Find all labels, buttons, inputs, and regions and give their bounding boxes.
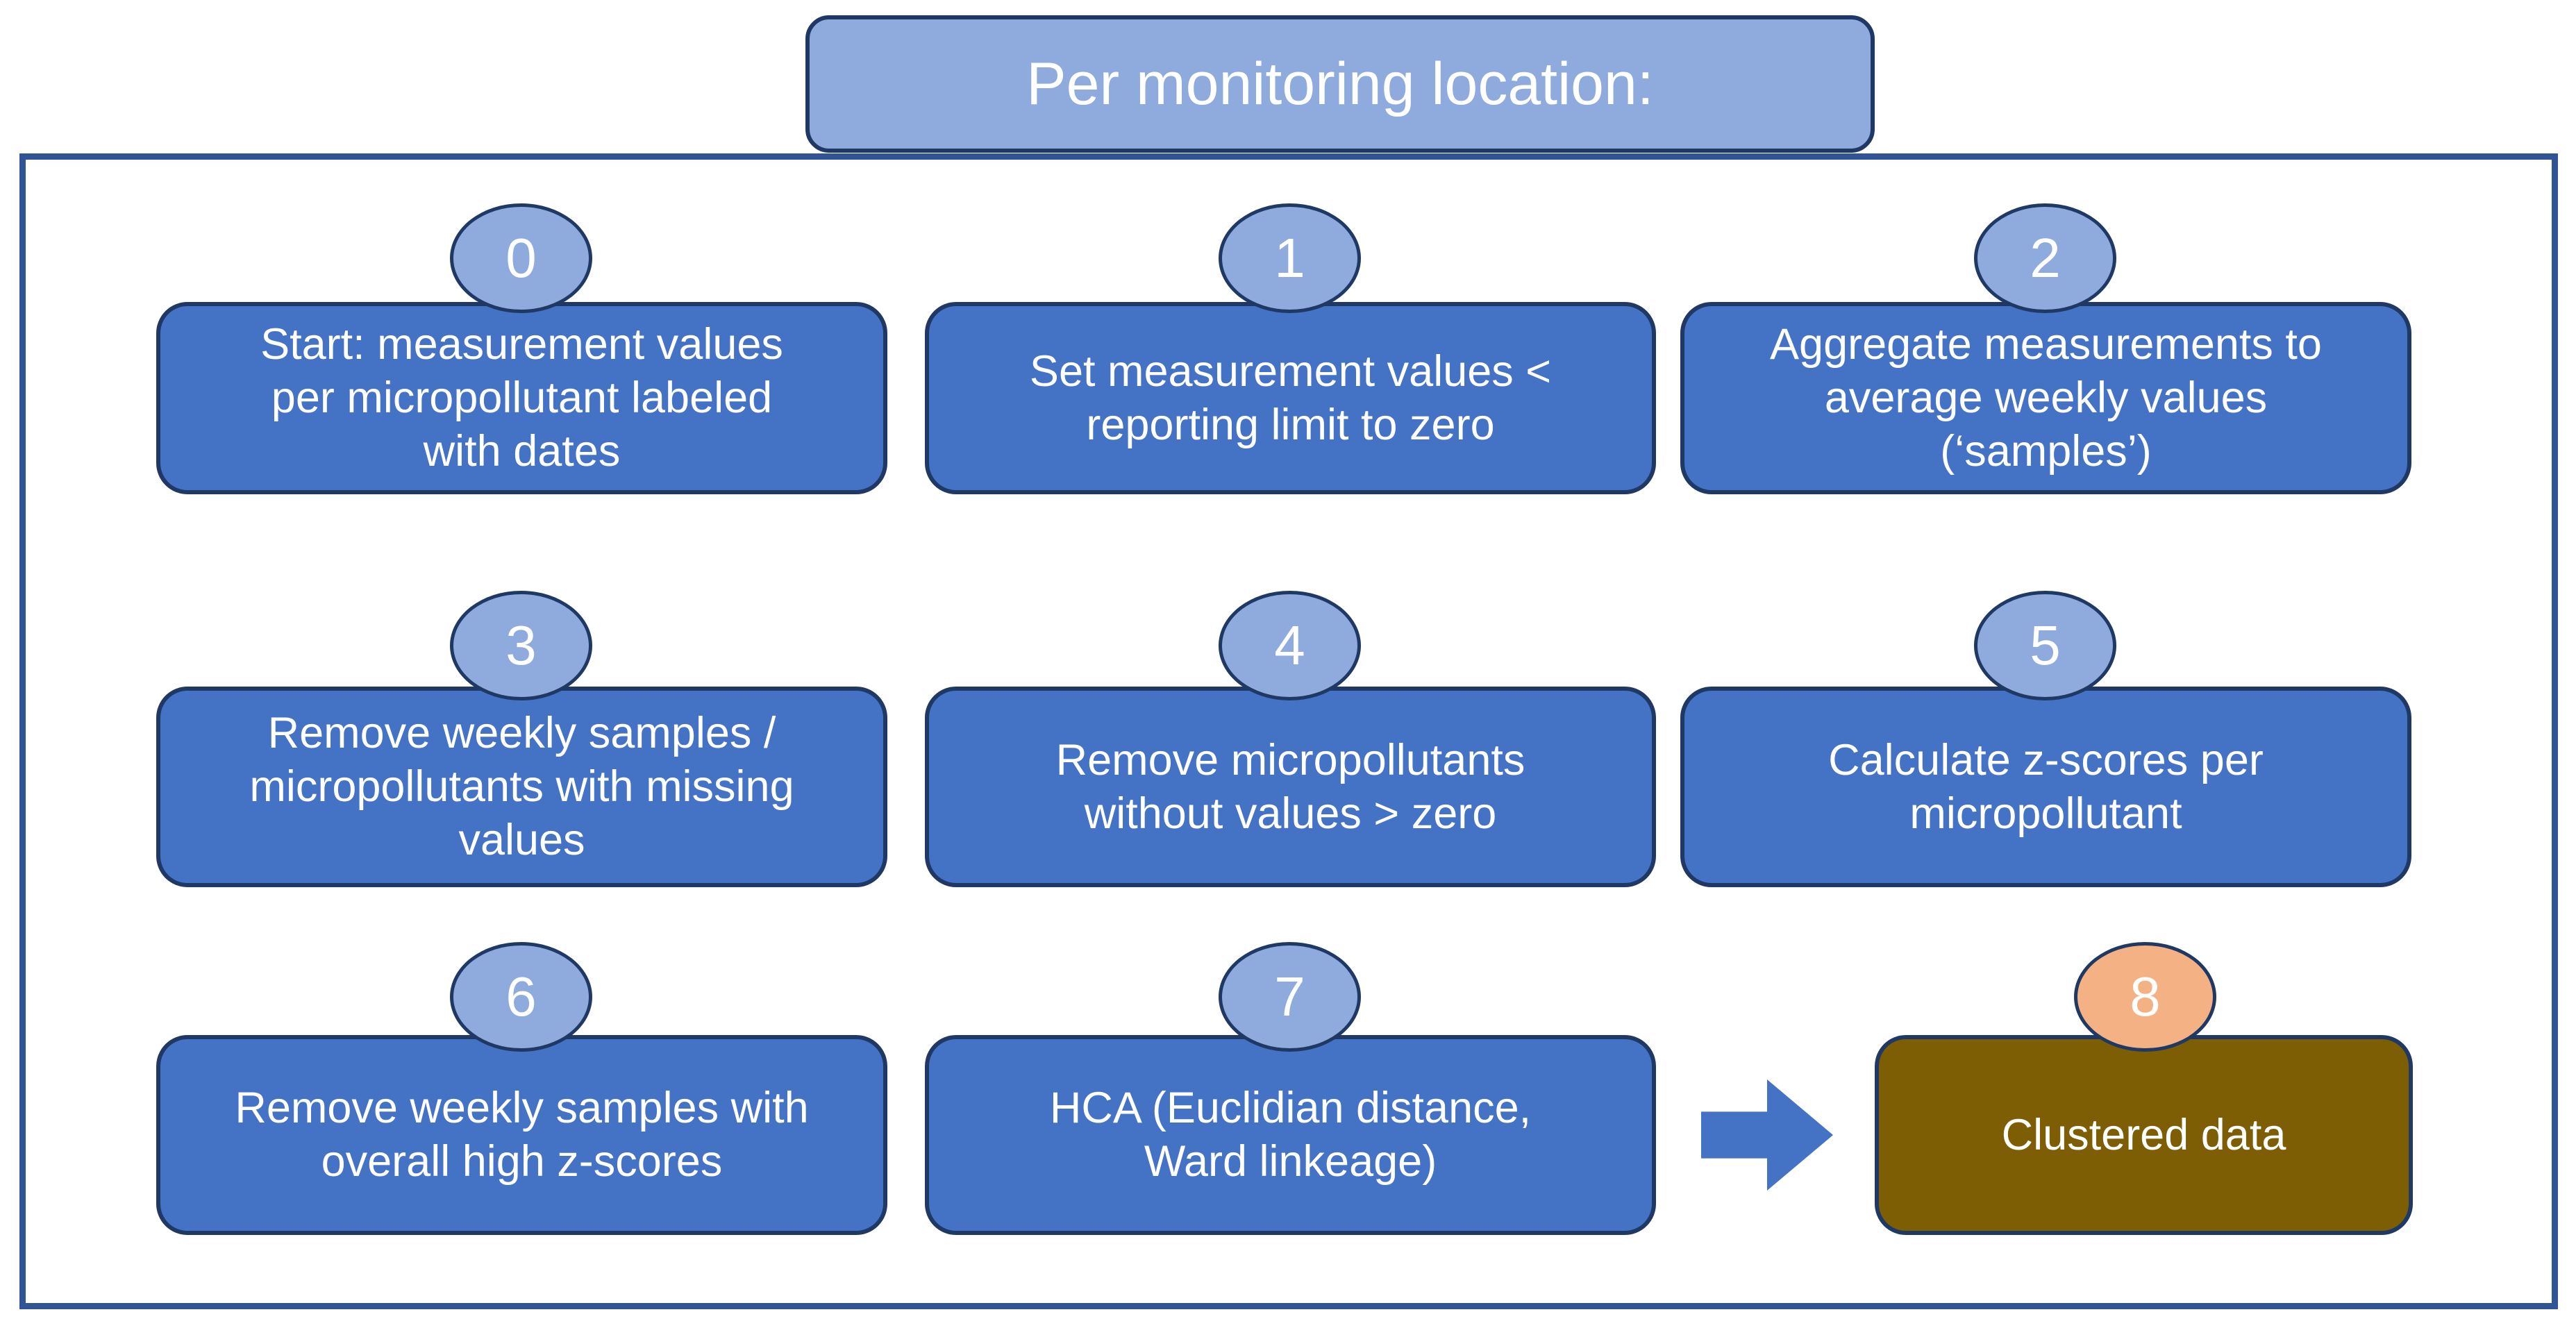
step-box-clustered-data: Clustered data bbox=[1875, 1035, 2413, 1235]
step-badge-2: 2 bbox=[1974, 203, 2116, 313]
step-badge-4: 4 bbox=[1219, 591, 1361, 700]
step-badge-8: 8 bbox=[2074, 942, 2216, 1052]
step-badge-1: 1 bbox=[1219, 203, 1361, 313]
step-box-7: HCA (Euclidian distance, Ward linkeage) bbox=[925, 1035, 1656, 1235]
title-label: Per monitoring location: bbox=[1026, 50, 1654, 117]
step-box-1: Set measurement values < reporting limit… bbox=[925, 302, 1656, 494]
step-badge-5: 5 bbox=[1974, 591, 2116, 700]
step-badge-0: 0 bbox=[450, 203, 592, 313]
step-box-0: Start: measurement values per micropollu… bbox=[156, 302, 887, 494]
step-badge-6: 6 bbox=[450, 942, 592, 1052]
step-box-4: Remove micropollutants without values > … bbox=[925, 687, 1656, 887]
step-box-6: Remove weekly samples with overall high … bbox=[156, 1035, 887, 1235]
title-box: Per monitoring location: bbox=[805, 15, 1875, 153]
step-box-3: Remove weekly samples / micropollutants … bbox=[156, 687, 887, 887]
step-badge-7: 7 bbox=[1219, 942, 1361, 1052]
step-badge-3: 3 bbox=[450, 591, 592, 700]
step-box-5: Calculate z-scores per micropollutant bbox=[1680, 687, 2411, 887]
step-box-2: Aggregate measurements to average weekly… bbox=[1680, 302, 2411, 494]
